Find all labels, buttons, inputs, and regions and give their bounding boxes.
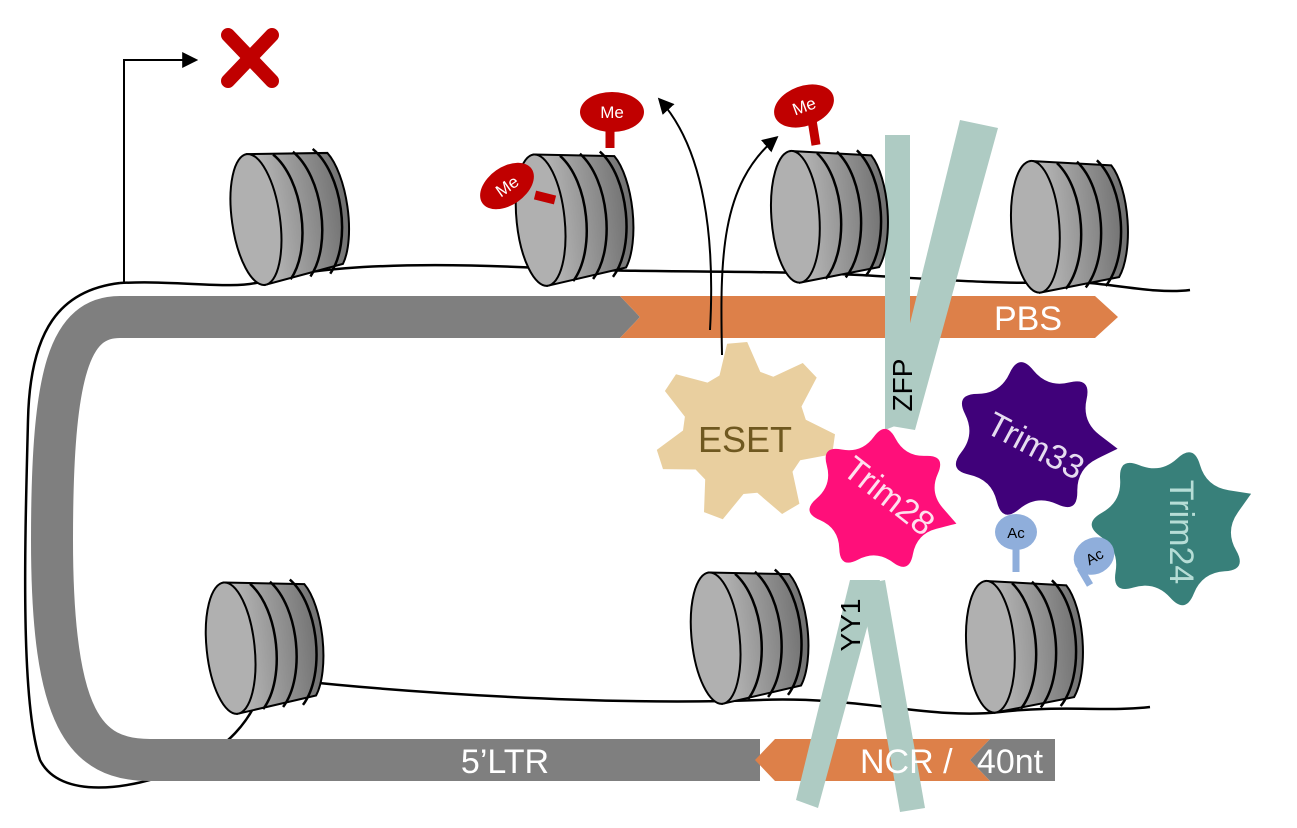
eset-arrow-1 bbox=[657, 97, 713, 331]
pbs-segment bbox=[545, 296, 1118, 338]
nt40-label: 40nt bbox=[977, 743, 1044, 781]
zfp-bar-diagonal bbox=[885, 120, 998, 430]
trim24-label: Trim24 bbox=[1162, 480, 1200, 585]
yy1-label: YY1 bbox=[835, 599, 866, 652]
acetyl-mark-1: Ac bbox=[995, 514, 1037, 572]
zfp-label: ZFP bbox=[887, 359, 918, 412]
x-mark-icon bbox=[221, 28, 279, 88]
nucleosome bbox=[229, 147, 351, 287]
nucleosome bbox=[769, 149, 889, 284]
ltr-label: 5’LTR bbox=[461, 743, 549, 781]
ncr-label: NCR / bbox=[860, 743, 953, 781]
methyl-mark-2: Me bbox=[480, 162, 557, 210]
acetyl-mark-2: Ac bbox=[1073, 537, 1115, 587]
trim24-protein: Trim24 bbox=[1091, 452, 1252, 606]
trim33-protein: Trim33 bbox=[955, 362, 1118, 515]
eset-label: ESET bbox=[698, 419, 792, 460]
nt40-segment bbox=[970, 739, 1055, 781]
eset-protein: ESET bbox=[656, 342, 835, 520]
pbs-label: PBS bbox=[994, 300, 1062, 338]
methyl-mark-3: Me bbox=[774, 84, 834, 146]
acetyl-label: Ac bbox=[1083, 545, 1107, 569]
nucleosome bbox=[204, 578, 325, 716]
nucleosomes bbox=[204, 147, 1129, 716]
yy1-bar bbox=[796, 580, 880, 808]
arrow-right-icon bbox=[123, 52, 199, 283]
trim28-protein: Trim28 bbox=[809, 428, 957, 567]
methyl-mark-1: Me bbox=[580, 92, 644, 148]
nucleosome bbox=[689, 568, 810, 706]
upper-gray-segment bbox=[266, 296, 640, 338]
yy1-bar-diagonal bbox=[860, 580, 925, 812]
eset-arrow-2 bbox=[720, 135, 779, 356]
methyl-label: Me bbox=[600, 103, 624, 122]
nucleosome bbox=[964, 579, 1084, 714]
nucleosome bbox=[1009, 159, 1129, 294]
ltr-band bbox=[30, 296, 760, 781]
acetyl-label: Ac bbox=[1007, 525, 1025, 542]
